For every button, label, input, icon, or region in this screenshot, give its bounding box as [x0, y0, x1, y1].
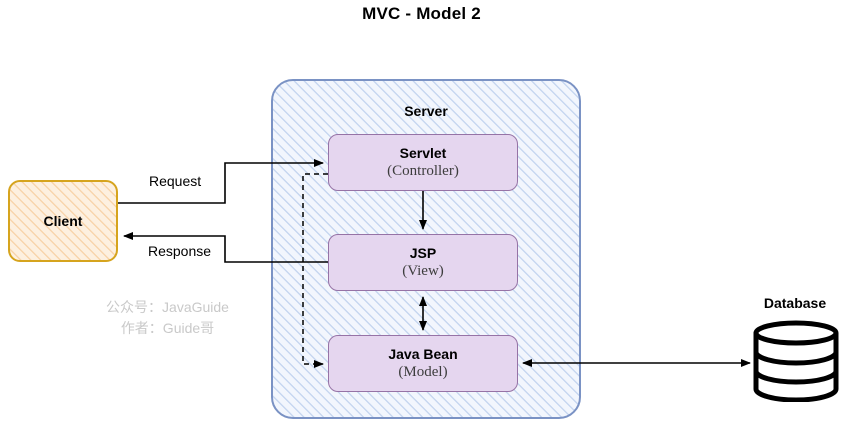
server-label: Server	[404, 103, 448, 119]
edge-label-request: Request	[145, 173, 206, 189]
servlet-subtitle: (Controller)	[387, 163, 459, 179]
servlet-title: Servlet	[399, 145, 447, 161]
page-title: MVC - Model 2	[362, 4, 481, 23]
jsp-title: JSP	[409, 245, 437, 261]
watermark: 公众号：JavaGuide 作者：Guide哥	[70, 297, 265, 339]
database-label: Database	[763, 295, 827, 311]
client-label: Client	[43, 213, 83, 229]
java-bean-node[interactable]: Java Bean (Model)	[328, 335, 518, 392]
servlet-node[interactable]: Servlet (Controller)	[328, 134, 518, 191]
jsp-subtitle: (View)	[402, 263, 444, 279]
jsp-node[interactable]: JSP (View)	[328, 234, 518, 291]
watermark-line-1: 公众号：JavaGuide	[106, 299, 229, 315]
database-cylinder-icon	[753, 320, 839, 402]
java-bean-subtitle: (Model)	[398, 364, 448, 380]
client-node[interactable]: Client	[8, 180, 118, 262]
watermark-line-2: 作者：Guide哥	[120, 320, 215, 336]
java-bean-title: Java Bean	[388, 346, 458, 362]
edge-label-response: Response	[144, 243, 216, 259]
